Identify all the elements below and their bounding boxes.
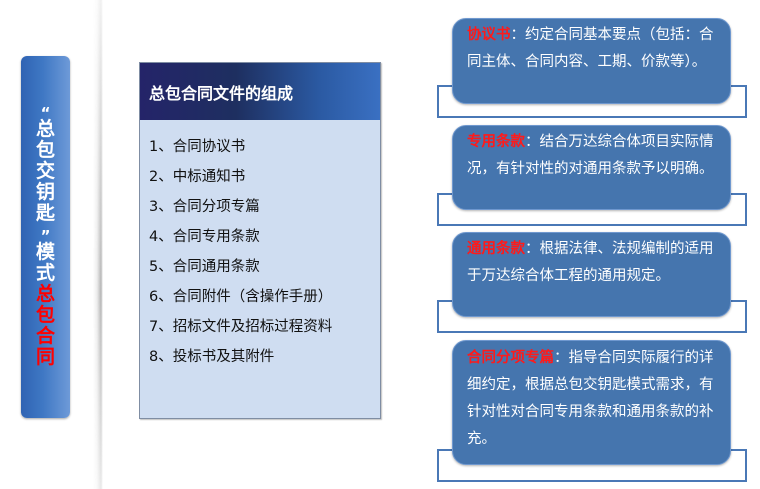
title-char-highlight: 包 <box>35 303 55 326</box>
callout-box: 协议书：约定合同基本要点（包括：合同主体、合同内容、工期、价款等）。 <box>452 18 731 104</box>
callout-separator: ： <box>510 27 526 43</box>
callout-bracket <box>437 85 747 118</box>
callout-text: 约定合同基本要点（包括：合同主体、合同内容、工期、价款等）。 <box>467 27 714 70</box>
title-char: 包 <box>35 138 55 161</box>
title-char: 总 <box>35 117 55 140</box>
list-item: 5、合同通用条款 <box>149 259 260 275</box>
callout-key: 通用条款 <box>467 241 525 257</box>
list-item: 8、投标书及其附件 <box>149 349 275 365</box>
callout-bracket <box>437 449 747 482</box>
list-item: 3、合同分项专篇 <box>149 199 260 215</box>
callout-box: 通用条款：根据法律、法规编制的适用于万达综合体工程的通用规定。 <box>452 232 731 317</box>
callout-separator: ： <box>554 350 569 366</box>
list-item: 6、合同附件（含操作手册） <box>149 289 333 305</box>
callout-text: 结合万达综合体项目实际情况，有针对性的对通用条款予以明确。 <box>467 134 714 177</box>
callout-key: 协议书 <box>467 27 511 43</box>
callout-bracket <box>437 193 747 226</box>
list-item: 4、合同专用条款 <box>149 229 260 245</box>
shadow-divider <box>93 0 103 489</box>
vertical-title-text: “ 总 包 交 钥 匙 ” 模 式 总 包 合 同 <box>35 103 55 368</box>
callout-separator: ： <box>525 241 540 257</box>
title-char: 式 <box>35 261 55 284</box>
title-char: 匙 <box>35 201 55 224</box>
callout-text: 指导合同实际履行的详细约定，根据总包交钥匙模式需求，有针对性对合同专用条款和通用… <box>467 350 714 447</box>
open-quote: “ <box>40 103 51 122</box>
vertical-title-bar: “ 总 包 交 钥 匙 ” 模 式 总 包 合 同 <box>21 56 70 418</box>
callout-box: 合同分项专篇：指导合同实际履行的详细约定，根据总包交钥匙模式需求，有针对性对合同… <box>452 340 731 465</box>
panel-title: 总包合同文件的组成 <box>140 63 380 120</box>
list-item: 1、合同协议书 <box>149 139 246 155</box>
title-char-highlight: 总 <box>35 282 55 305</box>
callout-key: 专用条款 <box>467 134 525 150</box>
list-item: 2、中标通知书 <box>149 169 246 185</box>
callout-text: 根据法律、法规编制的适用于万达综合体工程的通用规定。 <box>467 241 714 284</box>
close-quote: ” <box>40 226 51 245</box>
documents-list: 1、合同协议书 2、中标通知书 3、合同分项专篇 4、合同专用条款 5、合同通用… <box>140 120 380 372</box>
list-item: 7、招标文件及招标过程资料 <box>149 319 333 335</box>
title-char-highlight: 同 <box>35 345 55 368</box>
title-char-highlight: 合 <box>35 324 55 347</box>
callout-bracket <box>437 300 747 333</box>
callout-separator: ： <box>525 134 540 150</box>
title-char: 钥 <box>35 180 55 203</box>
title-char: 模 <box>35 240 55 263</box>
callout-key: 合同分项专篇 <box>467 350 554 366</box>
callout-box: 专用条款：结合万达综合体项目实际情况，有针对性的对通用条款予以明确。 <box>452 125 731 210</box>
title-char: 交 <box>35 159 55 182</box>
contract-documents-panel: 总包合同文件的组成 1、合同协议书 2、中标通知书 3、合同分项专篇 4、合同专… <box>139 62 381 419</box>
